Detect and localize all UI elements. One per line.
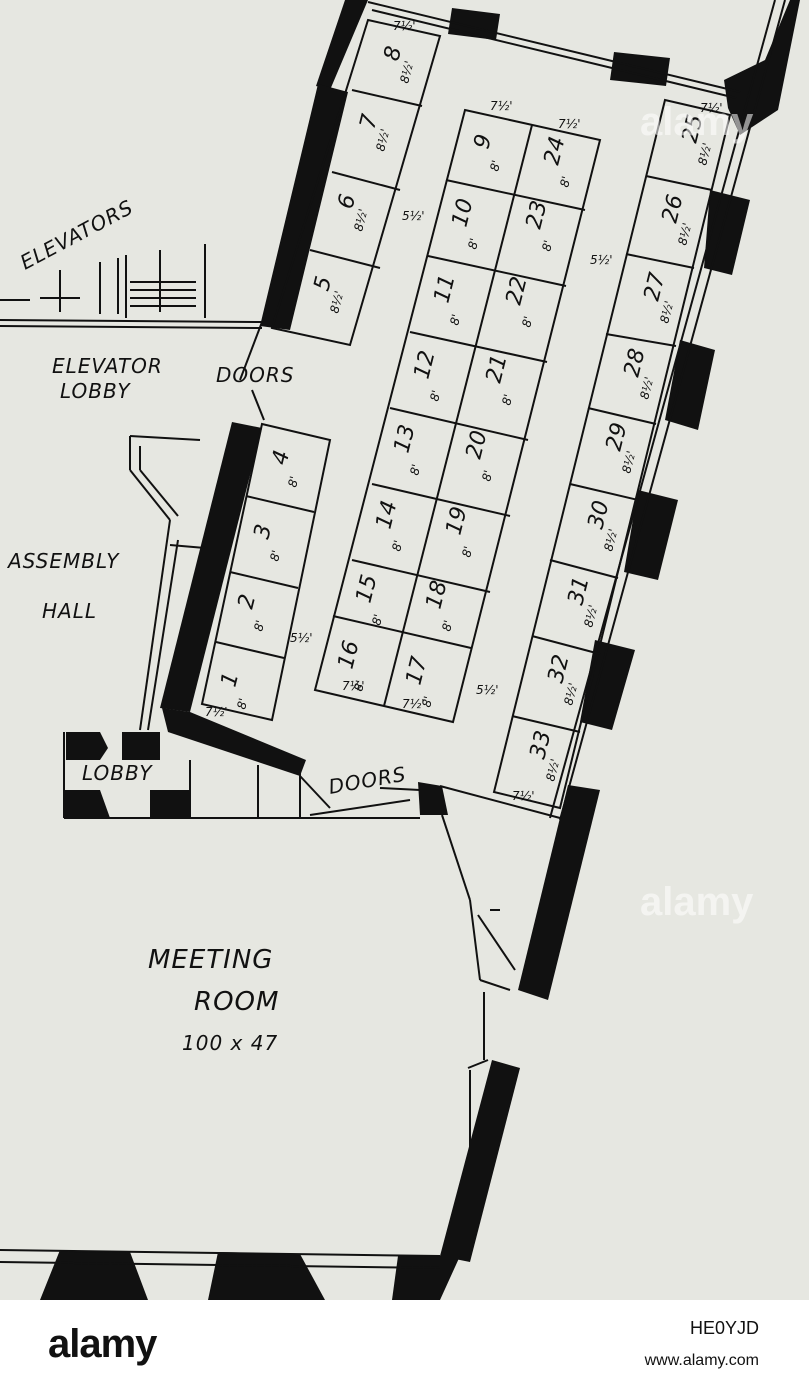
booth-size-10: 8'	[465, 237, 481, 251]
booth-size-6: 8½'	[351, 207, 370, 232]
meeting-room-size: 100 x 47	[182, 1031, 278, 1055]
dim-top-mid-2: 7½'	[558, 117, 581, 131]
brand-logo: alamy	[48, 1322, 157, 1366]
booth-number-12: 12	[410, 348, 441, 381]
dim-bottom-33: 7½'	[512, 789, 535, 803]
booth-number-19: 19	[442, 504, 473, 537]
dim-lower-left: 5½'	[290, 631, 313, 645]
dim-bottom-17: 7½'	[402, 697, 425, 711]
booth-size-16: 8'	[351, 679, 367, 693]
booth-size-7: 8½'	[373, 127, 392, 152]
footer-bar: alamy HE0YJD www.alamy.com	[0, 1300, 809, 1390]
wall-lines	[0, 0, 786, 1269]
booth-size-22: 8'	[519, 315, 535, 329]
elevator-lobby-label: ELEVATOR	[52, 354, 163, 378]
booth-size-11: 8'	[447, 313, 463, 327]
booth-size-28: 8½'	[637, 375, 656, 400]
dim-top-mid-1: 7½'	[490, 99, 513, 113]
booth-number-14: 14	[372, 498, 403, 531]
booth-size-31: 8½'	[581, 603, 600, 628]
booth-number-6: 6	[334, 192, 362, 212]
doors-label-lower: DOORS	[327, 762, 408, 799]
booth-number-8: 8	[380, 44, 408, 64]
booth-number-28: 28	[620, 346, 651, 379]
dim-lower-mid: 5½'	[476, 683, 499, 697]
booth-number-26: 26	[658, 192, 689, 225]
booth-number-31: 31	[564, 574, 595, 607]
dim-bottom-1: 7½'	[205, 705, 228, 719]
booth-number-17: 17	[402, 654, 433, 687]
site-url: www.alamy.com	[644, 1352, 759, 1369]
booth-size-15: 8'	[369, 613, 385, 627]
elevators-label: ELEVATORS	[16, 195, 137, 275]
booth-size-18: 8'	[439, 619, 455, 633]
booth-number-1: 1	[217, 670, 245, 690]
elevator-shafts	[0, 244, 206, 318]
booth-number-23: 23	[522, 198, 553, 231]
booth-number-32: 32	[544, 652, 575, 685]
dim-top-left: 7½'	[393, 19, 416, 33]
booth-number-5: 5	[310, 274, 338, 294]
booth-size-33: 8½'	[543, 757, 562, 782]
booth-size-25: 8½'	[695, 141, 714, 166]
booth-number-16: 16	[334, 638, 365, 671]
booth-size-26: 8½'	[675, 221, 694, 246]
booth-size-21: 8'	[499, 393, 515, 407]
booth-number-10: 10	[448, 196, 479, 229]
booth-number-18: 18	[422, 578, 453, 611]
assembly-hall-label: ASSEMBLY	[6, 549, 120, 573]
booth-size-24: 8'	[557, 175, 573, 189]
booth-number-21: 21	[482, 352, 513, 385]
dim-bottom-16: 7½'	[342, 679, 365, 693]
booth-size-20: 8'	[479, 469, 495, 483]
booth-blocks	[200, 18, 732, 810]
meeting-room-label-2: ROOM	[194, 987, 279, 1017]
walls	[40, 0, 800, 1300]
assembly-hall-label-2: HALL	[42, 599, 97, 623]
booth-size-23: 8'	[539, 239, 555, 253]
booth-size-12: 8'	[427, 389, 443, 403]
booth-size-2: 8'	[251, 619, 267, 633]
booth-size-29: 8½'	[619, 449, 638, 474]
booth-number-20: 20	[462, 428, 493, 461]
booth-size-14: 8'	[389, 539, 405, 553]
booth-size-3: 8'	[267, 549, 283, 563]
booth-size-19: 8'	[459, 545, 475, 559]
booth-number-7: 7	[356, 112, 384, 132]
booth-size-32: 8½'	[561, 681, 580, 706]
lobby-label: LOBBY	[82, 761, 153, 785]
booth-number-11: 11	[430, 272, 461, 305]
booth-number-29: 29	[602, 420, 633, 453]
booth-number-15: 15	[352, 572, 383, 605]
booth-number-4: 4	[268, 448, 296, 468]
floor-plan: ELEVATORS ELEVATOR LOBBY DOORS ASSEMBLY …	[0, 0, 800, 1300]
dim-top-right: 7½'	[700, 101, 723, 115]
booth-size-27: 8½'	[657, 299, 676, 324]
booth-number-13: 13	[390, 422, 421, 455]
elevator-lobby-label-2: LOBBY	[60, 379, 131, 403]
booth-number-3: 3	[250, 522, 278, 542]
doors-label-upper: DOORS	[216, 363, 294, 387]
booth-size-13: 8'	[407, 463, 423, 477]
image-id: HE0YJD	[689, 1318, 759, 1338]
booth-number-2: 2	[234, 592, 262, 612]
meeting-room-label: MEETING	[148, 945, 273, 975]
booth-size-4: 8'	[285, 475, 301, 489]
booth-number-27: 27	[640, 270, 671, 303]
booth-size-17: 8'	[419, 695, 435, 709]
booth-number-24: 24	[540, 134, 571, 167]
booth-number-25: 25	[678, 112, 709, 145]
door-swings	[239, 321, 421, 816]
booth-number-33: 33	[526, 728, 557, 761]
booth-number-30: 30	[584, 498, 615, 531]
booth-size-1: 8'	[234, 697, 250, 711]
booth-number-9: 9	[470, 132, 498, 152]
booth-size-8: 8½'	[397, 59, 416, 84]
booth-size-30: 8½'	[601, 527, 620, 552]
dim-left-aisle: 5½'	[402, 209, 425, 223]
dim-right-aisle: 5½'	[590, 253, 613, 267]
booth-size-5: 8½'	[327, 289, 346, 314]
booth-number-22: 22	[502, 274, 533, 307]
booth-size-9: 8'	[487, 159, 503, 173]
